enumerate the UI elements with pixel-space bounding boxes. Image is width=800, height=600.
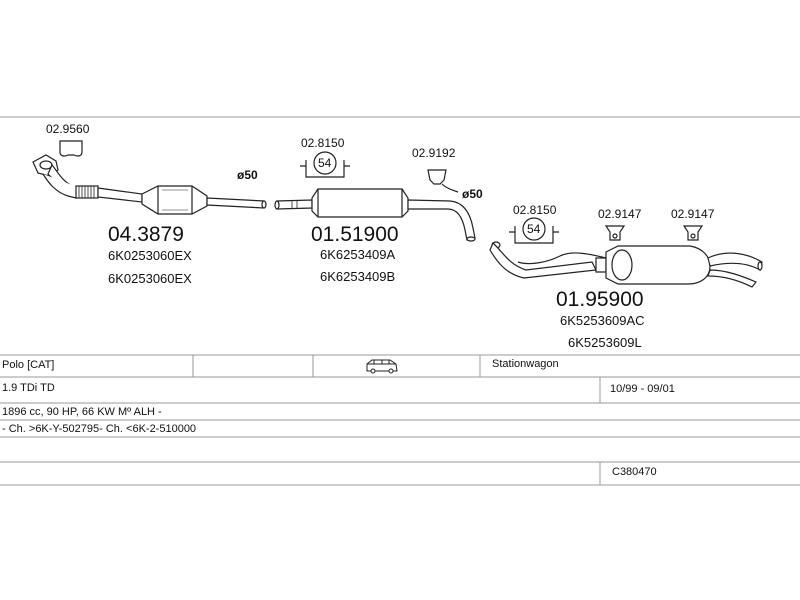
rear-silencer-part-number-1: 6K5253609AC bbox=[560, 313, 645, 328]
clamp-2-icon bbox=[509, 217, 559, 244]
hanger-02-9147-a-icon bbox=[604, 225, 626, 241]
vehicle-model: Polo [CAT] bbox=[2, 359, 55, 371]
clamp-1-size: 54 bbox=[318, 156, 332, 170]
middle-silencer-part-number-2: 6K6253409B bbox=[320, 269, 395, 284]
rear-silencer-drawing bbox=[489, 241, 763, 288]
vehicle-body: Stationwagon bbox=[492, 358, 559, 370]
diagram-frame bbox=[0, 116, 800, 486]
hanger-02-9147-b-icon bbox=[682, 225, 704, 241]
hanger-1-code: 02.9192 bbox=[412, 146, 456, 160]
vehicle-engine: 1.9 TDi TD bbox=[2, 382, 55, 394]
diameter-1-label: ø50 bbox=[237, 168, 258, 182]
rear-silencer-code: 01.95900 bbox=[556, 288, 644, 311]
front-pipe-drawing bbox=[32, 154, 267, 215]
hanger-2-code: 02.9147 bbox=[598, 207, 642, 221]
middle-silencer-part-number-1: 6K6253409A bbox=[320, 247, 396, 262]
station-wagon-icon bbox=[366, 359, 398, 374]
clamp-1-icon bbox=[300, 151, 350, 178]
vehicle-spec: 1896 cc, 90 HP, 66 KW Mº ALH - bbox=[2, 406, 162, 418]
front-pipe-part-number-2: 6K0253060EX bbox=[108, 271, 192, 286]
clamp-1-code: 02.8150 bbox=[301, 136, 345, 150]
middle-silencer-code: 01.51900 bbox=[311, 223, 399, 246]
bracket-1-code: 02.9560 bbox=[46, 122, 90, 136]
rear-silencer-part-number-2: 6K5253609L bbox=[568, 335, 642, 350]
catalog-code: C380470 bbox=[612, 466, 657, 478]
front-pipe-part-number-1: 6K0253060EX bbox=[108, 248, 192, 263]
clamp-2-size: 54 bbox=[527, 222, 541, 236]
bracket-02-9560-icon bbox=[59, 140, 83, 157]
front-pipe-code: 04.3879 bbox=[108, 223, 184, 246]
vehicle-chassis: - Ch. >6K-Y-502795- Ch. <6K-2-510000 bbox=[2, 423, 197, 435]
diameter-2-label: ø50 bbox=[462, 187, 483, 201]
clamp-2-code: 02.8150 bbox=[513, 203, 557, 217]
hanger-3-code: 02.9147 bbox=[671, 207, 715, 221]
vehicle-production: 10/99 - 09/01 bbox=[610, 383, 675, 395]
hanger-02-9192-icon bbox=[427, 169, 459, 193]
middle-silencer-drawing bbox=[274, 188, 476, 242]
